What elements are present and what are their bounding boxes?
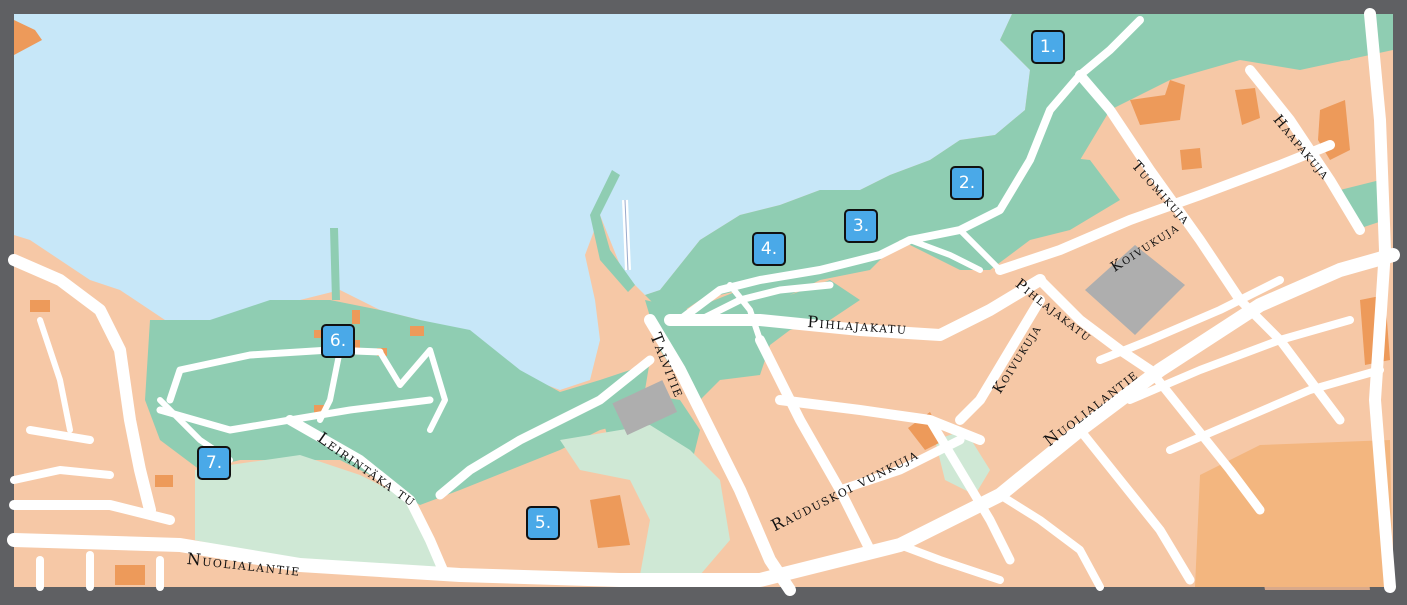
breakwater	[590, 170, 635, 292]
parking-lot-east	[1085, 245, 1185, 335]
meadow-south	[560, 425, 730, 575]
marker-7[interactable]: 7.	[197, 446, 231, 480]
jetty-west	[330, 228, 340, 300]
block-southeast	[1195, 440, 1393, 587]
marker-2[interactable]: 2.	[950, 166, 984, 200]
marker-5[interactable]: 5.	[526, 506, 560, 540]
marker-4[interactable]: 4.	[752, 232, 786, 266]
corner-land	[14, 20, 42, 55]
roads	[7, 8, 1400, 596]
marker-3[interactable]: 3.	[844, 209, 878, 243]
pier-central-outline	[624, 199, 629, 271]
marker-1[interactable]: 1.	[1031, 30, 1065, 64]
marker-6[interactable]: 6.	[321, 324, 355, 358]
meadow-west	[195, 455, 440, 570]
lake	[14, 14, 1030, 390]
parking-lot-central	[612, 380, 678, 436]
park-east	[960, 150, 1120, 270]
meadow-northeast	[1270, 20, 1350, 65]
